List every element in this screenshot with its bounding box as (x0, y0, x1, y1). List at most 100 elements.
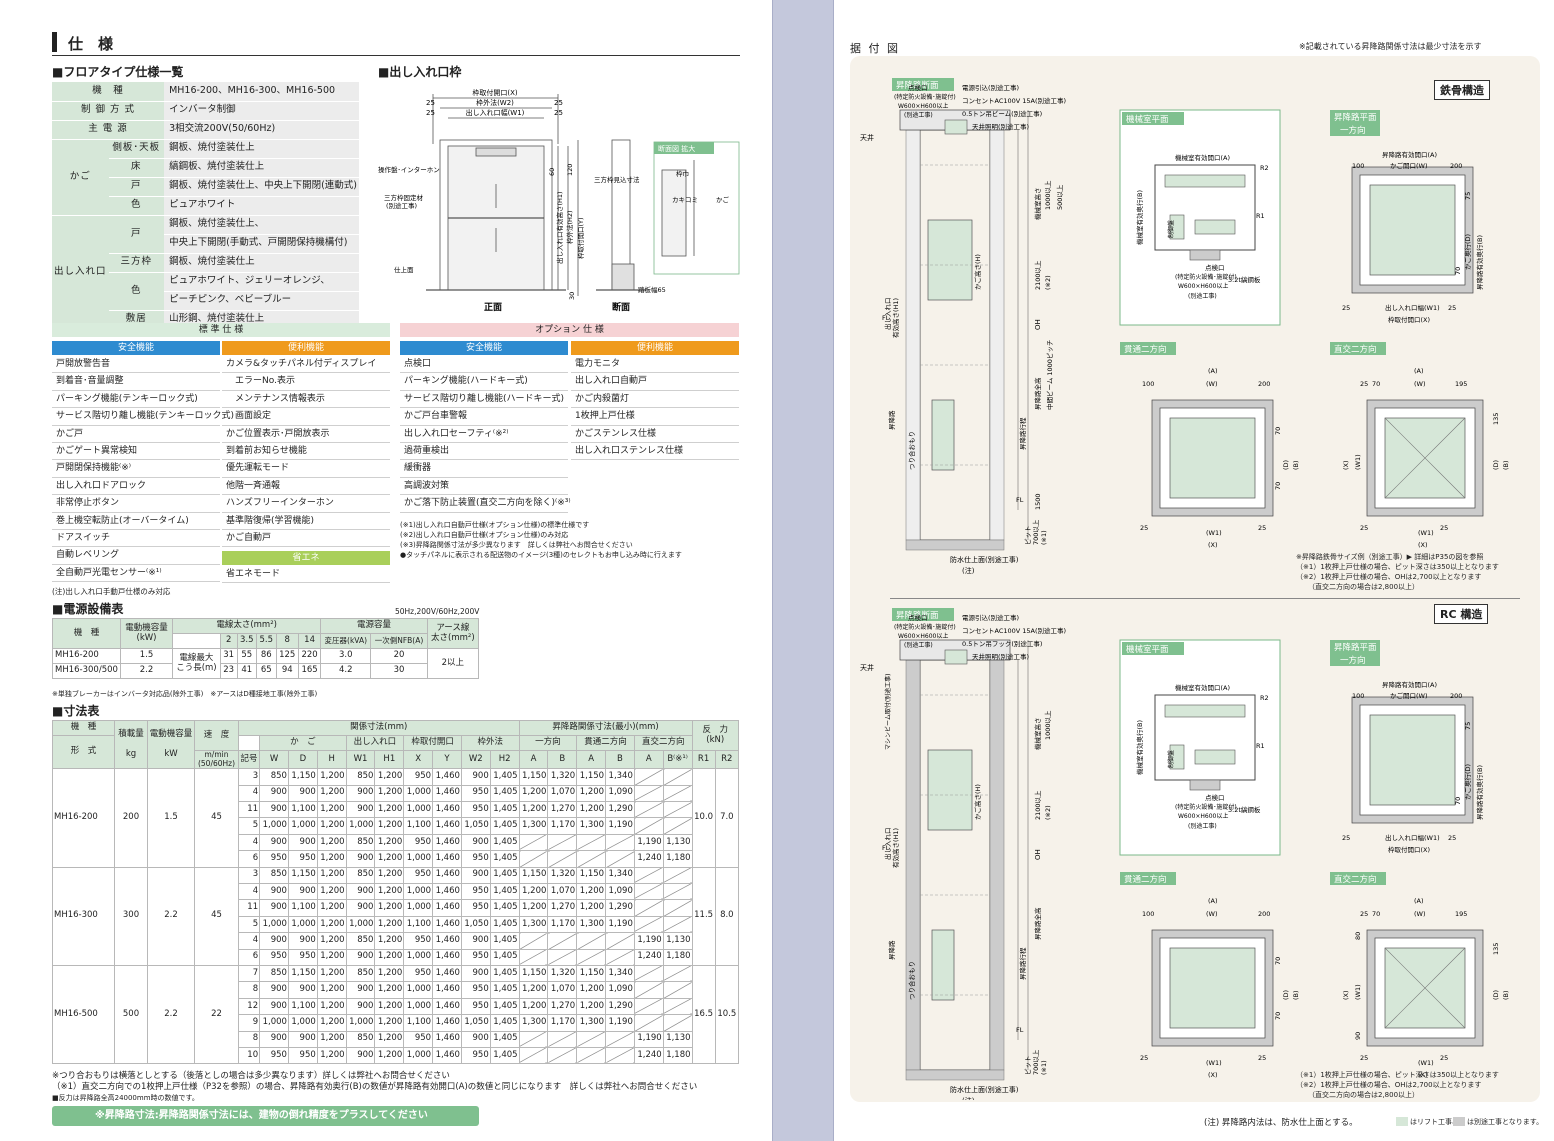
dim-cell: 1,150 (576, 964, 607, 983)
dim-cell: 1,290 (605, 899, 635, 917)
dim-cell: 1,300 (576, 1014, 607, 1032)
label-w1c: (W1) (1418, 529, 1434, 537)
dim-cell: 950 (259, 1046, 289, 1065)
feature-item: エラーNo.表示 (222, 373, 390, 391)
dim-cell: 1,000 (287, 915, 318, 934)
dim-col-head: B (547, 749, 578, 770)
dim-cell (605, 1030, 635, 1048)
dim-h-react: 反 力(kN) (691, 720, 740, 751)
spec-row: ピーチピンク、ベビーブルー (52, 291, 359, 311)
feature-item: ハンズフリーインターホン (222, 495, 390, 513)
dim-col-head: W1 (345, 749, 376, 770)
feature-item: 高調波対策 (400, 478, 568, 496)
dim-cell: 900 (287, 784, 318, 803)
label-80: 80 (1354, 932, 1362, 940)
dim-cell: 1,050 (460, 1014, 491, 1032)
dim-cell: 1,200 (316, 850, 347, 868)
dim-cell: 1,340 (605, 866, 635, 884)
label-ceiling: 天井 (860, 133, 874, 142)
label-total: 昇降路全高 (1033, 377, 1042, 410)
label-25g: 25 (1440, 524, 1448, 532)
cross-plan-diag (1384, 947, 1466, 1029)
dim-cell (662, 981, 693, 999)
dim-cell: 1,000 (403, 850, 434, 868)
label-waterproof: 防水仕上面(別途工事) (950, 1085, 1019, 1094)
feature-item: 到着音･音量調整 (52, 373, 220, 391)
feature-item: パーキング機能(テンキーロック式) (52, 391, 220, 409)
power-table: 機 種 電動機容量(kW) 電線太さ(mm²) 電源容量 アース線太さ(mm²)… (52, 618, 480, 679)
label-x: (X) (1208, 1071, 1218, 1079)
dim-cell: 950 (403, 932, 434, 950)
dim-cell: 1,100 (403, 817, 434, 835)
dim-cell: 1,000 (403, 948, 434, 966)
dim-cell: 900 (259, 1030, 289, 1048)
dim-cell: 1,130 (662, 1030, 693, 1048)
pw-h-wire: 電線太さ(mm²) (171, 618, 322, 634)
pw-len: 55 (236, 648, 258, 664)
pw-h-earth: アース線太さ(mm²) (426, 618, 480, 649)
machine-beam (1164, 174, 1246, 188)
label-car-d: かご奥行(D) (1463, 764, 1472, 800)
frame-dim-25a: 25 (426, 99, 435, 107)
label-70b: 70 (1274, 957, 1282, 965)
dim-cell: 1,150 (287, 768, 318, 786)
label-w: (W) (1206, 380, 1218, 388)
dim-cell: 1,200 (316, 882, 347, 901)
dim-cell (605, 850, 635, 868)
dim-cell: 8 (237, 981, 261, 999)
dim-cell: 1,200 (374, 768, 405, 786)
dim-cell (662, 915, 693, 934)
frame-drawing: 枠取付開口(X) 枠外法(W2) 出し入れ口幅(W1) 25 25 25 25 … (378, 88, 740, 313)
dim-cell: 950 (460, 882, 491, 901)
spec-value: 鋼板、焼付塗装仕上 (164, 253, 359, 273)
dim-cell: 1,150 (287, 866, 318, 884)
opt-safety-list: 点検口パーキング機能(ハードキー式)サービス階切り離し機能(ハードキー式)かご戸… (400, 356, 571, 513)
section-title-bar (52, 32, 57, 52)
dim-col-head: A (576, 749, 607, 770)
spec-row: かご側板･天板鋼板、焼付塗装仕上 (52, 139, 359, 216)
label-w2: (W) (1414, 380, 1426, 388)
label-x3: (X) (1418, 541, 1428, 549)
dim-cell: 1,000 (259, 915, 289, 934)
dim-cell: 900 (460, 768, 491, 786)
dim-cell: 950 (403, 1030, 434, 1048)
dim-cell: 1,000 (287, 817, 318, 835)
dim-cell: 950 (460, 981, 491, 999)
dim-kw: 2.2 (147, 964, 195, 1065)
dim-cell: 12 (237, 997, 261, 1016)
dim-cell: 1,070 (547, 981, 578, 999)
label-power: 電源引込(別途工事) (962, 83, 1019, 92)
dim-cell: 1,200 (374, 948, 405, 966)
dim-h-type: 形 式 (52, 734, 115, 770)
dim-cell: 1,405 (489, 768, 520, 786)
frame-label-v1: 出し入れ口有効高さ(H1) (555, 191, 564, 264)
feature-item: カメラ&タッチパネル付ディスプレイ (222, 356, 390, 374)
pw-kw: 1.5 (120, 648, 173, 664)
shaft-section-tag-bg (892, 78, 954, 91)
dim-h-shaft: 昇降路関係寸法(最小)(mm) (518, 720, 693, 736)
dim-cell: 950 (403, 964, 434, 983)
label-70b: 70 (1274, 427, 1282, 435)
frame-dim-25b: 25 (426, 109, 435, 117)
pw-nfb: 30 (370, 663, 428, 679)
label-hatch: 点検口 (1205, 263, 1225, 272)
rc-structure-label: RC 構造 (1434, 604, 1489, 624)
dim-cell: 1,240 (633, 850, 664, 868)
dim-cell: 1,240 (633, 948, 664, 966)
spec-group-car: かご (52, 139, 109, 216)
label-w: (W) (1206, 910, 1218, 918)
label-hatch4: (別途工事) (1188, 822, 1217, 830)
label-car-h: かご高さ(H) (973, 784, 982, 820)
dim-kg: 300 (114, 866, 148, 966)
label-hatch3: W600×H600以上 (1178, 812, 1228, 820)
dim-cell (662, 866, 693, 884)
label-waterproof: 防水仕上面(別途工事) (950, 555, 1019, 564)
label-entr-h: 出し入れ口 (883, 298, 892, 331)
cross-tag: 直交二方向 (1334, 874, 1377, 885)
pw-len: 125 (275, 648, 299, 664)
label-x2: (X) (1342, 460, 1350, 470)
label-100b: 100 (1142, 380, 1154, 388)
